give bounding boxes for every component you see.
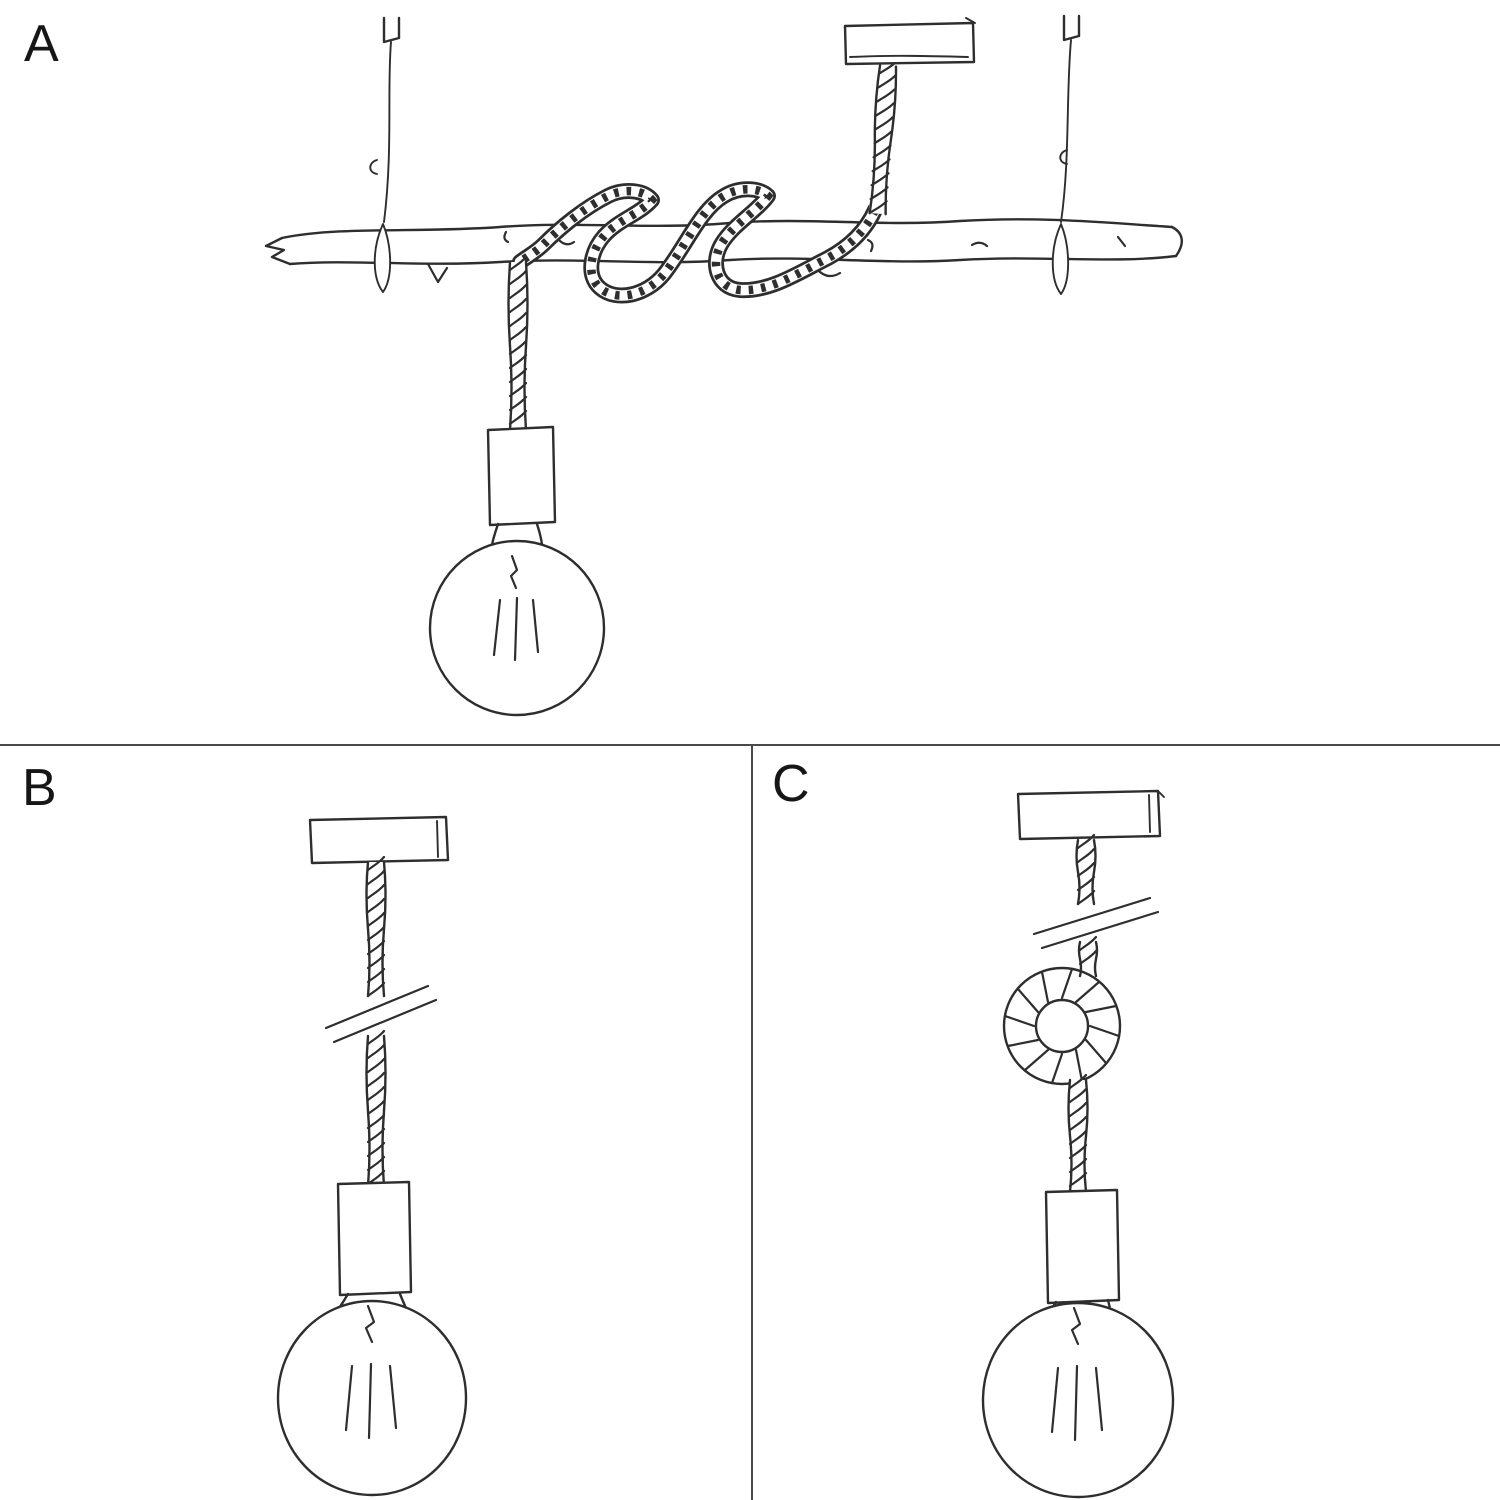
bulb-tip-mark-c — [1070, 1306, 1082, 1346]
wire-loop-left — [373, 223, 392, 293]
panel-a-illustration — [264, 14, 1183, 717]
lamp-socket-b — [334, 1180, 413, 1315]
light-bulb-b — [276, 1299, 468, 1497]
knot-hatch-marks — [1003, 967, 1121, 1085]
wrapped-rope-illustration — [512, 181, 883, 304]
ceiling-hook-left-icon — [382, 16, 401, 44]
panel-c-label: C — [772, 755, 812, 813]
twisted-rope-c-mid — [1077, 935, 1099, 978]
bulb-tip-mark-a — [509, 554, 519, 590]
pendant-rope — [507, 255, 529, 432]
lamp-socket-a — [486, 425, 557, 548]
light-bulb-a — [428, 539, 606, 717]
canopy-rope — [868, 60, 898, 216]
ceiling-hook-right-icon — [1062, 14, 1081, 42]
suspension-wire-left — [369, 41, 392, 293]
suspension-wire-right — [1051, 39, 1072, 295]
panel-c-illustration — [981, 789, 1175, 1499]
panel-b-illustration — [276, 815, 468, 1497]
length-break-marks-b — [324, 984, 438, 1044]
light-bulb-c — [981, 1301, 1175, 1499]
twisted-rope-b-lower — [365, 1029, 387, 1188]
twisted-rope-b-upper — [365, 855, 387, 998]
vertical-divider — [751, 746, 753, 1500]
ceiling-canopy-c — [1016, 789, 1165, 841]
panel-a-label: A — [24, 15, 61, 73]
ceiling-canopy-b — [308, 815, 450, 865]
panel-b-label: B — [22, 759, 59, 817]
horizontal-divider — [0, 744, 1500, 746]
bulb-filament-b — [344, 1362, 398, 1440]
ceiling-canopy-a — [843, 17, 976, 66]
wire-loop-right — [1051, 223, 1070, 295]
twisted-rope-c-lower — [1067, 1073, 1089, 1194]
twisted-rope-c-upper — [1075, 833, 1097, 906]
lamp-socket-c — [1044, 1188, 1121, 1320]
bulb-tip-mark-b — [364, 1304, 376, 1344]
length-break-marks-c — [1032, 896, 1160, 950]
rope-knot-illustration — [1002, 966, 1122, 1086]
bulb-filament-a — [492, 596, 540, 662]
bulb-filament-c — [1050, 1364, 1104, 1442]
